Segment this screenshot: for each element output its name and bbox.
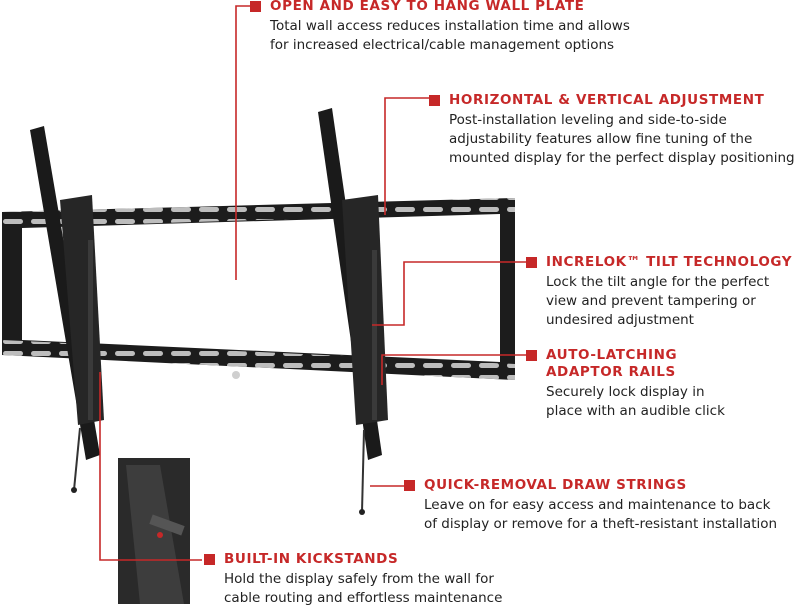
- callout-adaptor-rails-title: AUTO-LATCHING ADAPTOR RAILS: [526, 347, 725, 381]
- leader-lines: [99, 5, 526, 561]
- left-bracket-arm: [30, 126, 104, 493]
- callout-kickstands: BUILT-IN KICKSTANDS Hold the display saf…: [204, 551, 502, 608]
- callout-adaptor-rails-desc: Securely lock display in place with an a…: [546, 384, 725, 419]
- callout-wall-plate-desc: Total wall access reduces installation t…: [270, 18, 630, 53]
- callout-adjustment: HORIZONTAL & VERTICAL ADJUSTMENT Post-in…: [429, 92, 795, 168]
- bullet-square-icon: [429, 95, 440, 106]
- callout-increlok-title: INCRELOK™ TILT TECHNOLOGY: [526, 254, 792, 271]
- bullet-square-icon: [404, 480, 415, 491]
- bullet-square-icon: [204, 554, 215, 565]
- callout-wall-plate-title: OPEN AND EASY TO HANG WALL PLATE: [250, 0, 630, 15]
- callout-adjustment-title: HORIZONTAL & VERTICAL ADJUSTMENT: [429, 92, 795, 109]
- bullet-square-icon: [526, 350, 537, 361]
- callout-wall-plate: OPEN AND EASY TO HANG WALL PLATE Total w…: [250, 0, 630, 55]
- callout-kickstands-title: BUILT-IN KICKSTANDS: [204, 551, 502, 568]
- callout-increlok-desc: Lock the tilt angle for the perfect view…: [546, 274, 770, 328]
- callout-adaptor-rails: AUTO-LATCHING ADAPTOR RAILS Securely loc…: [526, 347, 725, 421]
- callout-draw-strings-title: QUICK-REMOVAL DRAW STRINGS: [404, 477, 777, 494]
- callout-increlok: INCRELOK™ TILT TECHNOLOGY Lock the tilt …: [526, 254, 792, 330]
- right-bracket-arm: [318, 108, 388, 515]
- bullet-square-icon: [250, 1, 261, 12]
- callout-draw-strings-desc: Leave on for easy access and maintenance…: [424, 497, 778, 532]
- callout-kickstands-desc: Hold the display safely from the wall fo…: [224, 571, 503, 606]
- callout-adjustment-desc: Post-installation leveling and side-to-s…: [449, 112, 795, 166]
- kickstand-inset: [118, 458, 190, 604]
- bullet-square-icon: [526, 257, 537, 268]
- callout-draw-strings: QUICK-REMOVAL DRAW STRINGS Leave on for …: [404, 477, 777, 534]
